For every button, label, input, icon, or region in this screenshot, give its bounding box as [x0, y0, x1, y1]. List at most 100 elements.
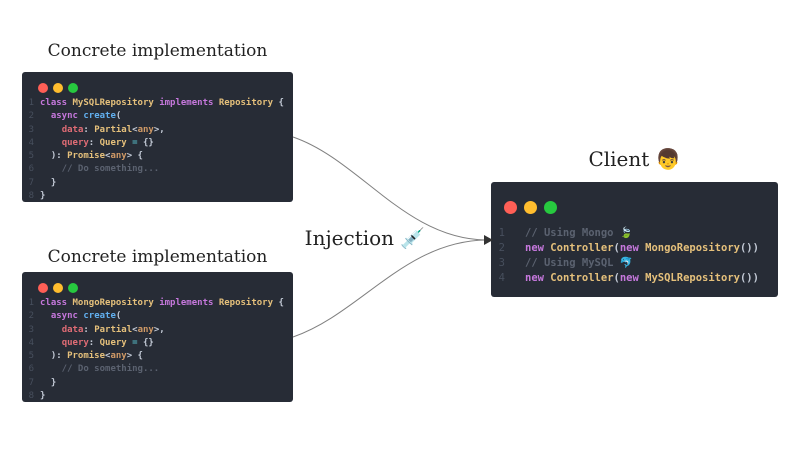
code-token: Promise — [67, 351, 106, 362]
code-token: MySQLRepository — [645, 272, 740, 284]
line-number: 2 — [28, 111, 34, 122]
code-line: 7 } — [22, 177, 293, 190]
code-token — [40, 311, 51, 321]
arrow-curve-bottom — [292, 239, 487, 338]
close-dot-icon — [504, 201, 517, 214]
minimize-dot-icon — [53, 83, 63, 93]
code-token: async — [50, 111, 84, 122]
window-controls — [38, 83, 78, 93]
syringe-emoji-icon: 💉 — [400, 226, 426, 250]
code-token: = — [132, 137, 143, 148]
line-number: 7 — [28, 377, 34, 388]
code-token: } — [40, 191, 46, 202]
line-number: 5 — [28, 351, 34, 362]
code-token: MySQLRepository — [72, 98, 160, 108]
code-token: > { — [126, 351, 143, 362]
line-number: 1 — [498, 227, 505, 239]
code-token: implements — [159, 98, 219, 108]
maximize-dot-icon — [68, 283, 78, 293]
code-token: query — [61, 337, 89, 348]
code-token: : — [88, 337, 100, 348]
code-token: Controller — [550, 272, 614, 284]
code-line: 7 } — [22, 377, 293, 390]
window-controls — [38, 283, 78, 293]
line-number: 6 — [28, 364, 34, 375]
code-token: ( — [613, 272, 620, 284]
code-line: 3 // Using MySQL 🐬 — [491, 256, 778, 271]
line-number: 4 — [498, 272, 505, 284]
close-dot-icon — [38, 283, 48, 293]
line-number: 3 — [28, 324, 34, 335]
code-token: ()) — [739, 242, 759, 254]
line-number: 1 — [28, 98, 34, 108]
code-token: ): — [40, 351, 68, 362]
code-token: Query — [99, 337, 133, 348]
code-token — [40, 111, 51, 121]
code-line: 3 data: Partial<any>, — [22, 324, 293, 337]
code-line: 2 async create( — [22, 110, 293, 123]
code-token — [40, 125, 62, 135]
code-token: Query — [99, 137, 133, 148]
code-token: < — [105, 151, 111, 162]
code-token: any — [110, 151, 127, 162]
title-concrete-implementation-top: Concrete implementation — [47, 41, 268, 61]
code-token: new — [525, 272, 551, 284]
code-token: } — [40, 377, 57, 388]
code-token: MongoRepository — [645, 242, 740, 254]
maximize-dot-icon — [544, 201, 557, 214]
line-number: 4 — [28, 337, 34, 348]
code-token: implements — [159, 298, 219, 308]
code-token: any — [137, 324, 154, 335]
code-token — [40, 338, 62, 348]
maximize-dot-icon — [68, 83, 78, 93]
code-line: 8} — [22, 190, 293, 203]
code-token: >, — [153, 324, 165, 335]
code-token: async — [50, 311, 84, 322]
code-line: 4 query: Query = {} — [22, 337, 293, 350]
code-token: {} — [142, 337, 154, 348]
line-number: 4 — [28, 137, 34, 148]
code-token: query — [61, 137, 89, 148]
code-token: // Using Mongo — [525, 227, 620, 239]
code-token: Promise — [67, 151, 106, 162]
code-token: < — [105, 351, 111, 362]
code-token: data — [61, 324, 84, 335]
code-token: Repository — [218, 298, 279, 308]
line-number: 3 — [498, 257, 505, 269]
close-dot-icon — [38, 83, 48, 93]
code-line: 6 // Do something... — [22, 363, 293, 376]
code-token: : — [88, 137, 100, 148]
code-token: // Using MySQL — [525, 257, 620, 269]
code-token: new — [525, 242, 551, 254]
code-line: 8} — [22, 390, 293, 403]
code-token: class — [40, 298, 73, 308]
code-token: {} — [142, 137, 154, 148]
code-token: create — [83, 311, 116, 322]
code-token: Repository — [218, 98, 279, 108]
code-token: { — [278, 298, 284, 308]
code-token: any — [110, 351, 127, 362]
code-token: Partial — [94, 324, 133, 335]
inline-emoji-icon: 🍃 — [619, 227, 633, 239]
code-token: } — [40, 177, 57, 188]
code-token: >, — [153, 124, 165, 135]
code-token: any — [137, 124, 154, 135]
code-line: 3 data: Partial<any>, — [22, 124, 293, 137]
title-concrete-implementation-bottom: Concrete implementation — [47, 247, 268, 267]
code-token: new — [619, 242, 646, 254]
minimize-dot-icon — [524, 201, 537, 214]
inline-emoji-icon: 🐬 — [619, 257, 633, 269]
code-token: ( — [115, 311, 122, 322]
code-token: > { — [126, 151, 143, 162]
code-token: MongoRepository — [72, 298, 160, 308]
injection-label: Injection — [304, 226, 395, 250]
code-token: { — [278, 98, 284, 108]
line-number: 5 — [28, 151, 34, 162]
